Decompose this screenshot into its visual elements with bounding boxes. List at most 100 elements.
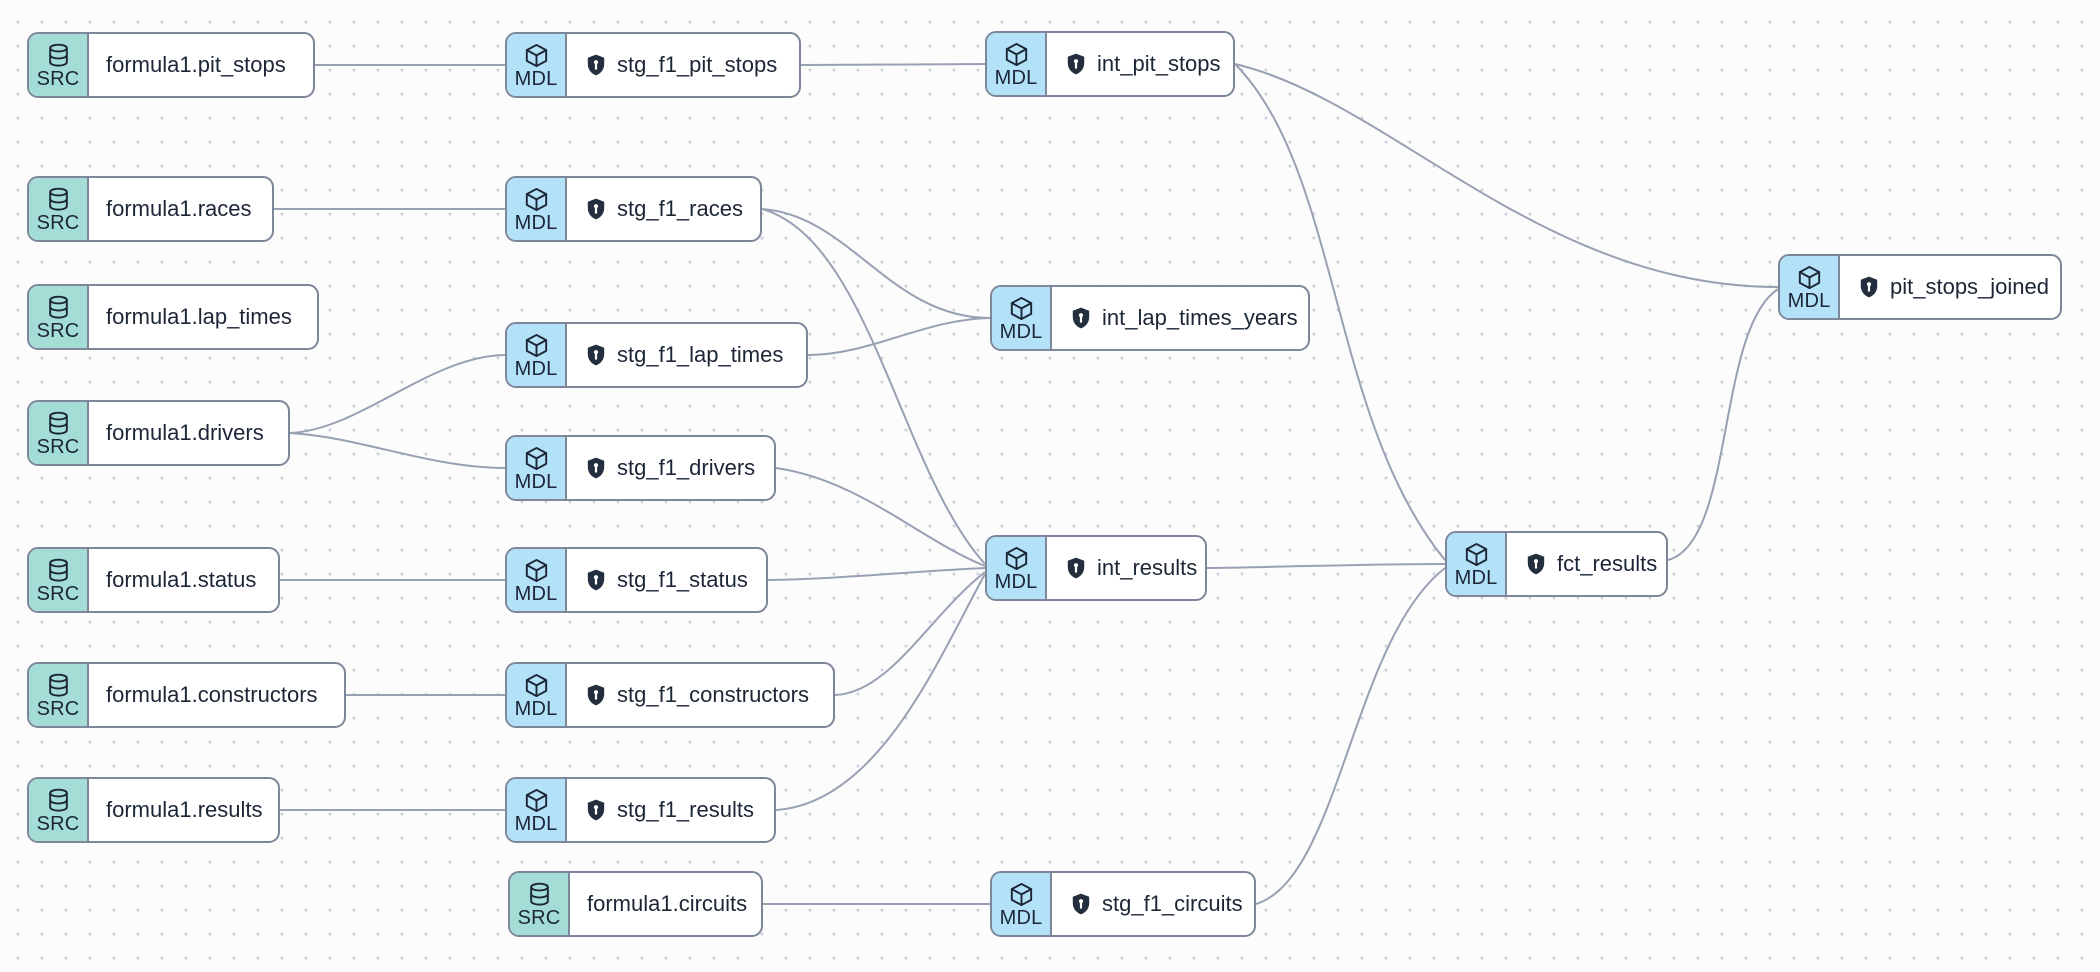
node-type-label: MDL xyxy=(994,66,1038,89)
cube-icon xyxy=(1003,545,1030,572)
node-formula1-results[interactable]: SRC formula1.results xyxy=(27,777,280,843)
node-body: fct_results xyxy=(1507,533,1666,595)
node-body: stg_f1_drivers xyxy=(567,437,774,499)
node-label: stg_f1_lap_times xyxy=(617,342,784,367)
node-type-badge: SRC xyxy=(29,286,89,348)
node-type-badge: MDL xyxy=(507,779,567,841)
cube-icon xyxy=(523,186,550,213)
node-formula1-lap-times[interactable]: SRC formula1.lap_times xyxy=(27,284,319,350)
node-label: pit_stops_joined xyxy=(1890,274,2050,299)
node-stg-f1-circuits[interactable]: MDL stg_f1_circuits xyxy=(990,871,1256,937)
node-label: formula1.lap_times xyxy=(106,304,292,329)
edge-stg-f1-status-to-int-results xyxy=(767,567,986,581)
node-type-badge: MDL xyxy=(507,437,567,499)
cube-icon xyxy=(523,445,550,472)
node-type-label: MDL xyxy=(999,906,1043,929)
shield-icon xyxy=(584,53,608,77)
node-type-label: SRC xyxy=(36,319,80,342)
node-type-badge: SRC xyxy=(29,779,89,841)
node-pit-stops-joined[interactable]: MDL pit_stops_joined xyxy=(1778,254,2062,320)
node-type-label: SRC xyxy=(36,211,80,234)
shield-icon xyxy=(1524,552,1548,576)
node-label: stg_f1_races xyxy=(617,196,743,221)
node-stg-f1-pit-stops[interactable]: MDL stg_f1_pit_stops xyxy=(505,32,801,98)
shield-icon xyxy=(1064,556,1088,580)
node-body: formula1.races xyxy=(89,178,272,240)
edge-stg-f1-pit-stops-to-int-pit-stops xyxy=(800,63,986,66)
node-body: formula1.results xyxy=(89,779,278,841)
cube-icon xyxy=(1008,295,1035,322)
node-label: stg_f1_pit_stops xyxy=(617,52,778,77)
edge-stg-f1-races-to-int-lap-times-years xyxy=(761,208,991,319)
node-type-badge: MDL xyxy=(992,873,1052,935)
node-label: formula1.drivers xyxy=(106,420,264,445)
database-icon xyxy=(45,672,72,699)
node-formula1-pit-stops[interactable]: SRC formula1.pit_stops xyxy=(27,32,315,98)
edge-stg-f1-drivers-to-int-results xyxy=(775,467,986,567)
node-type-badge: SRC xyxy=(29,34,89,96)
shield-icon xyxy=(584,456,608,480)
cube-icon xyxy=(523,557,550,584)
node-body: stg_f1_lap_times xyxy=(567,324,806,386)
node-formula1-circuits[interactable]: SRC formula1.circuits xyxy=(508,871,763,937)
shield-icon xyxy=(584,343,608,367)
edge-stg-f1-races-to-int-results xyxy=(761,208,986,565)
node-label: int_lap_times_years xyxy=(1102,305,1298,330)
node-int-pit-stops[interactable]: MDL int_pit_stops xyxy=(985,31,1235,97)
node-body: stg_f1_races xyxy=(567,178,760,240)
cube-icon xyxy=(523,787,550,814)
shield-icon xyxy=(1857,275,1881,299)
cube-icon xyxy=(1008,881,1035,908)
node-type-badge: MDL xyxy=(507,34,567,96)
node-body: pit_stops_joined xyxy=(1840,256,2060,318)
database-icon xyxy=(45,787,72,814)
node-type-label: MDL xyxy=(514,357,558,380)
node-formula1-status[interactable]: SRC formula1.status xyxy=(27,547,280,613)
node-stg-f1-status[interactable]: MDL stg_f1_status xyxy=(505,547,768,613)
node-label: stg_f1_results xyxy=(617,797,754,822)
node-type-badge: MDL xyxy=(507,664,567,726)
node-type-label: MDL xyxy=(514,211,558,234)
edge-int-pit-stops-to-fct-results xyxy=(1234,63,1446,561)
node-label: formula1.results xyxy=(106,797,263,822)
node-type-label: SRC xyxy=(36,697,80,720)
node-formula1-races[interactable]: SRC formula1.races xyxy=(27,176,274,242)
node-label: stg_f1_constructors xyxy=(617,682,809,707)
node-stg-f1-drivers[interactable]: MDL stg_f1_drivers xyxy=(505,435,776,501)
node-type-label: MDL xyxy=(999,320,1043,343)
node-stg-f1-lap-times[interactable]: MDL stg_f1_lap_times xyxy=(505,322,808,388)
edge-int-results-to-fct-results xyxy=(1206,563,1446,569)
node-formula1-constructors[interactable]: SRC formula1.constructors xyxy=(27,662,346,728)
node-type-label: MDL xyxy=(514,470,558,493)
node-label: int_results xyxy=(1097,555,1198,580)
database-icon xyxy=(45,42,72,69)
node-type-badge: MDL xyxy=(507,178,567,240)
shield-icon xyxy=(1069,306,1093,330)
node-type-label: MDL xyxy=(514,697,558,720)
node-int-results[interactable]: MDL int_results xyxy=(985,535,1207,601)
edge-fct-results-to-pit-stops-joined xyxy=(1667,288,1779,561)
edge-stg-f1-results-to-int-results xyxy=(775,573,986,811)
database-icon xyxy=(526,881,553,908)
shield-icon xyxy=(584,798,608,822)
node-int-lap-times-years[interactable]: MDL int_lap_times_years xyxy=(990,285,1310,351)
node-stg-f1-results[interactable]: MDL stg_f1_results xyxy=(505,777,776,843)
shield-icon xyxy=(584,683,608,707)
node-type-badge: MDL xyxy=(507,549,567,611)
node-body: formula1.status xyxy=(89,549,278,611)
node-label: stg_f1_drivers xyxy=(617,455,756,480)
node-type-badge: MDL xyxy=(992,287,1052,349)
node-formula1-drivers[interactable]: SRC formula1.drivers xyxy=(27,400,290,466)
node-type-badge: MDL xyxy=(1780,256,1840,318)
node-type-badge: MDL xyxy=(987,537,1047,599)
node-type-label: SRC xyxy=(36,582,80,605)
node-stg-f1-constructors[interactable]: MDL stg_f1_constructors xyxy=(505,662,835,728)
node-fct-results[interactable]: MDL fct_results xyxy=(1445,531,1668,597)
node-stg-f1-races[interactable]: MDL stg_f1_races xyxy=(505,176,762,242)
node-label: int_pit_stops xyxy=(1097,51,1221,76)
node-type-badge: SRC xyxy=(29,549,89,611)
shield-icon xyxy=(1064,52,1088,76)
node-label: stg_f1_circuits xyxy=(1102,891,1243,916)
